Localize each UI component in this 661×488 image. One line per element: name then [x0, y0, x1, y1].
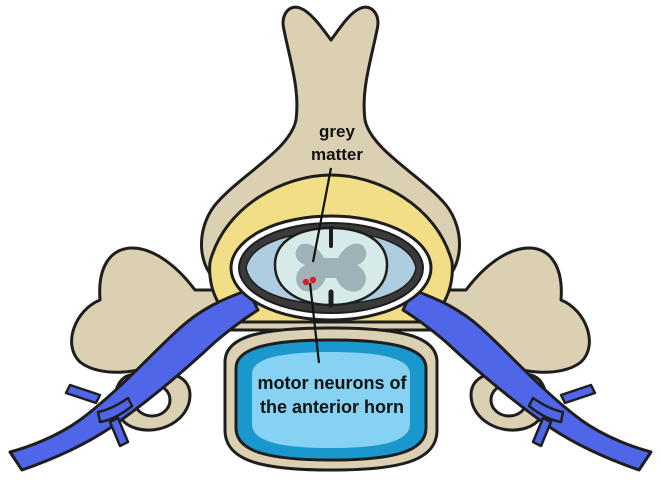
motor-neurons-label-line1: motor neurons of [258, 373, 408, 393]
motor-neuron-dot [303, 279, 309, 285]
motor-neurons-label-line2: the anterior horn [260, 397, 404, 417]
grey-matter-label-line2: matter [311, 145, 363, 164]
motor-neuron-dot [310, 277, 316, 283]
grey-matter-label-line1: grey [319, 122, 355, 141]
